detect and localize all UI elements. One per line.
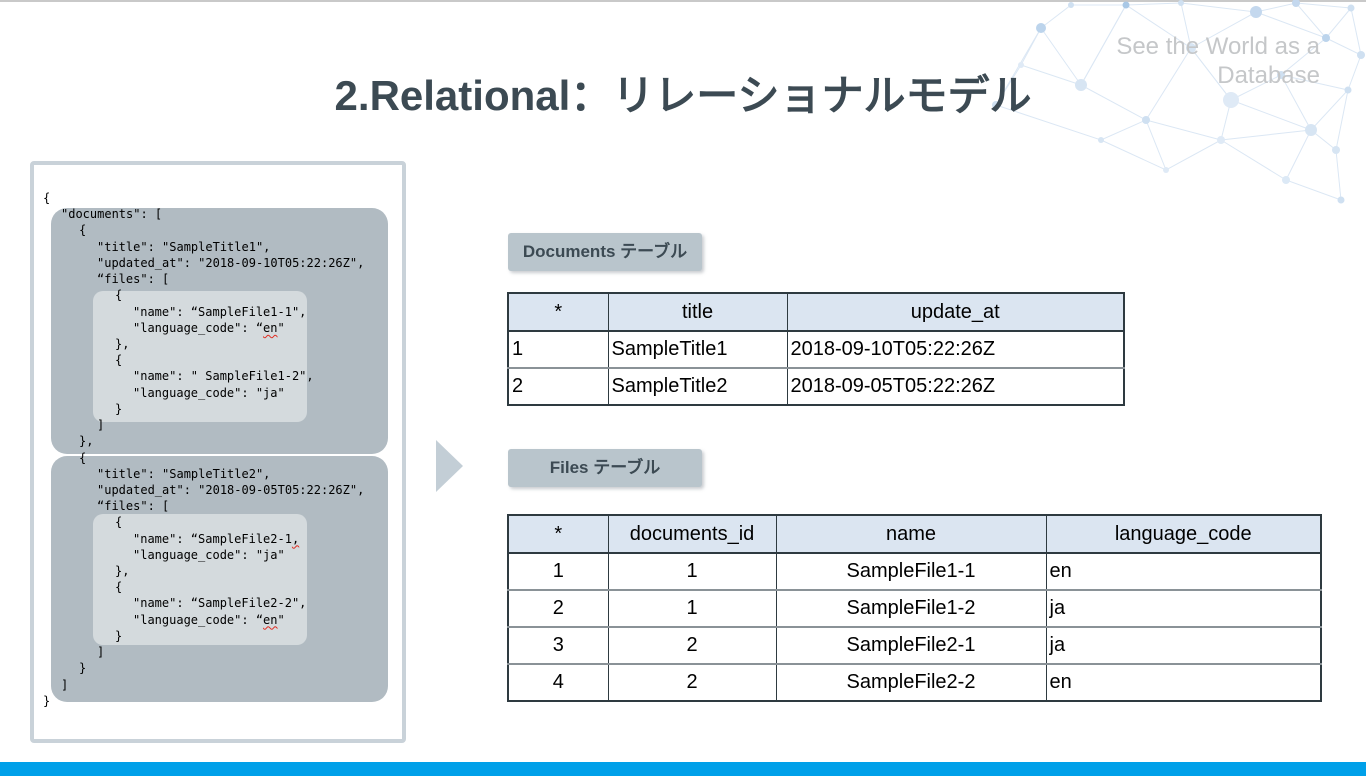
- column-header: title: [607, 292, 788, 332]
- code-line: "documents": [: [61, 207, 163, 222]
- table-cell: 1: [507, 552, 609, 591]
- table-cell: SampleTitle2: [607, 367, 788, 406]
- code-line: "name": “SampleFile2-2",: [133, 596, 307, 611]
- table-cell: 1: [607, 552, 777, 591]
- table-cell: ja: [1045, 626, 1322, 665]
- table-cell: ja: [1045, 589, 1322, 628]
- table-cell: 4: [507, 663, 609, 702]
- table-cell: en: [1045, 552, 1322, 591]
- network-pattern-decoration: [992, 0, 1365, 204]
- column-header: *: [507, 514, 609, 554]
- code-line: "updated_at": "2018-09-05T05:22:26Z",: [97, 482, 365, 497]
- code-line: "name": “SampleFile2-1,: [133, 531, 300, 546]
- code-line: {: [115, 353, 123, 368]
- code-line: “files": [: [97, 499, 170, 514]
- table-cell: en: [1045, 663, 1322, 702]
- table-cell: 2018-09-10T05:22:26Z: [786, 330, 1125, 369]
- code-line: }: [115, 628, 123, 643]
- code-line: "language_code": "ja": [133, 547, 285, 562]
- column-header: language_code: [1045, 514, 1322, 554]
- table-cell: 2: [607, 626, 777, 665]
- json-files-1-box: [93, 291, 307, 422]
- code-line: "language_code": "ja": [133, 385, 285, 400]
- code-line: },: [115, 564, 130, 579]
- documents-table-label: Documents テーブル: [508, 233, 702, 271]
- code-line: {: [115, 288, 123, 303]
- code-line: },: [115, 336, 130, 351]
- code-line: {: [79, 450, 87, 465]
- files-table-label: Files テーブル: [508, 449, 702, 487]
- table-cell: SampleFile1-1: [775, 552, 1047, 591]
- watermark-text: See the World as a Database: [1116, 33, 1320, 89]
- column-header: documents_id: [607, 514, 777, 554]
- table-cell: 2: [507, 589, 609, 628]
- code-line: {: [43, 191, 51, 205]
- code-line: }: [43, 693, 51, 708]
- code-line: ]: [61, 677, 69, 692]
- code-line: ]: [97, 418, 105, 433]
- table-cell: SampleFile2-2: [775, 663, 1047, 702]
- column-header: name: [775, 514, 1047, 554]
- bottom-accent-bar: [0, 762, 1366, 776]
- code-line: "language_code": “en": [133, 612, 285, 627]
- table-cell: 1: [507, 330, 609, 369]
- code-line: "title": "SampleTitle1",: [97, 239, 271, 254]
- code-line: }: [79, 661, 87, 676]
- table-cell: 2018-09-05T05:22:26Z: [786, 367, 1125, 406]
- code-line: },: [79, 434, 94, 449]
- code-line: "updated_at": "2018-09-10T05:22:26Z",: [97, 255, 365, 270]
- table-cell: 1: [607, 589, 777, 628]
- json-files-2-box: [93, 514, 307, 645]
- top-border-line: [0, 0, 1366, 2]
- column-header: *: [507, 292, 609, 332]
- table-cell: 2: [507, 367, 609, 406]
- table-cell: SampleTitle1: [607, 330, 788, 369]
- table-cell: 2: [607, 663, 777, 702]
- code-line: {: [79, 223, 87, 238]
- page-title: 2.Relational：リレーショナルモデル: [334, 72, 1032, 119]
- code-line: “files": [: [97, 272, 170, 287]
- code-line: "title": "SampleTitle2",: [97, 466, 271, 481]
- code-line: "language_code": “en": [133, 320, 285, 335]
- table-cell: SampleFile2-1: [775, 626, 1047, 665]
- right-arrow-icon: [436, 440, 463, 492]
- column-header: update_at: [786, 292, 1125, 332]
- table-cell: 3: [507, 626, 609, 665]
- code-line: {: [115, 515, 123, 530]
- code-line: "name": " SampleFile1-2",: [133, 369, 314, 384]
- code-line: {: [115, 580, 123, 595]
- json-code: {"documents": [{"title": "SampleTitle1",…: [40, 190, 400, 709]
- code-line: "name": “SampleFile1-1",: [133, 304, 307, 319]
- table-cell: SampleFile1-2: [775, 589, 1047, 628]
- code-line: }: [115, 401, 123, 416]
- code-line: ]: [97, 645, 105, 660]
